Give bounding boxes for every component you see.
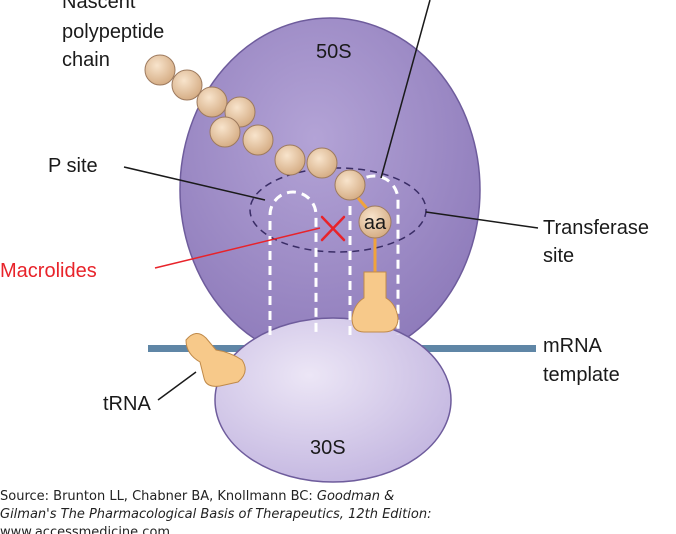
source-line1: Source: Brunton LL, Chabner BA, Knollman…	[0, 489, 394, 504]
source-line2: Gilman's The Pharmacological Basis of Th…	[0, 507, 431, 522]
amino-acid-label: aa	[364, 212, 387, 234]
polypeptide-chain	[144, 54, 366, 201]
leader-line-p-site	[123, 166, 266, 201]
amino-acid-bead	[144, 54, 176, 86]
label-trna: tRNA	[103, 393, 151, 415]
label-macrolides: Macrolides	[0, 260, 97, 282]
trna-a-site	[351, 271, 399, 333]
label-nascent-line2: polypeptide	[62, 21, 164, 43]
amino-acid-bead	[334, 169, 366, 201]
leader-line-top	[380, 0, 431, 179]
leader-line-trna	[157, 371, 197, 401]
label-mrna-line2: template	[543, 364, 620, 386]
label-p-site: P site	[48, 155, 98, 177]
amino-acid-bead	[196, 86, 228, 118]
label-mrna-line1: mRNA	[543, 335, 603, 357]
label-nascent-line1: Nascent	[62, 0, 136, 13]
small-subunit-30s	[214, 317, 452, 483]
label-transferase-line1: Transferase	[543, 217, 649, 239]
macrolide-inhibition-icon	[320, 215, 346, 242]
amino-acid-bead	[242, 124, 274, 156]
transferase-site-region	[249, 167, 427, 253]
trna-free	[185, 333, 246, 387]
amino-acid-bead	[209, 116, 241, 148]
amino-acid-bead	[171, 69, 203, 101]
amino-acid-bead	[306, 147, 338, 179]
amino-acid-bead	[274, 144, 306, 176]
label-50s: 50S	[316, 41, 352, 63]
leader-line-transferase	[425, 211, 539, 229]
incoming-amino-acid	[358, 205, 392, 239]
label-30s: 30S	[310, 437, 346, 459]
source-line3: www.accessmedicine.com	[0, 525, 170, 534]
p-site-outline	[268, 190, 318, 335]
label-transferase-line2: site	[543, 245, 574, 267]
label-nascent-line3: chain	[62, 49, 110, 71]
leader-line-macrolides	[154, 227, 321, 269]
